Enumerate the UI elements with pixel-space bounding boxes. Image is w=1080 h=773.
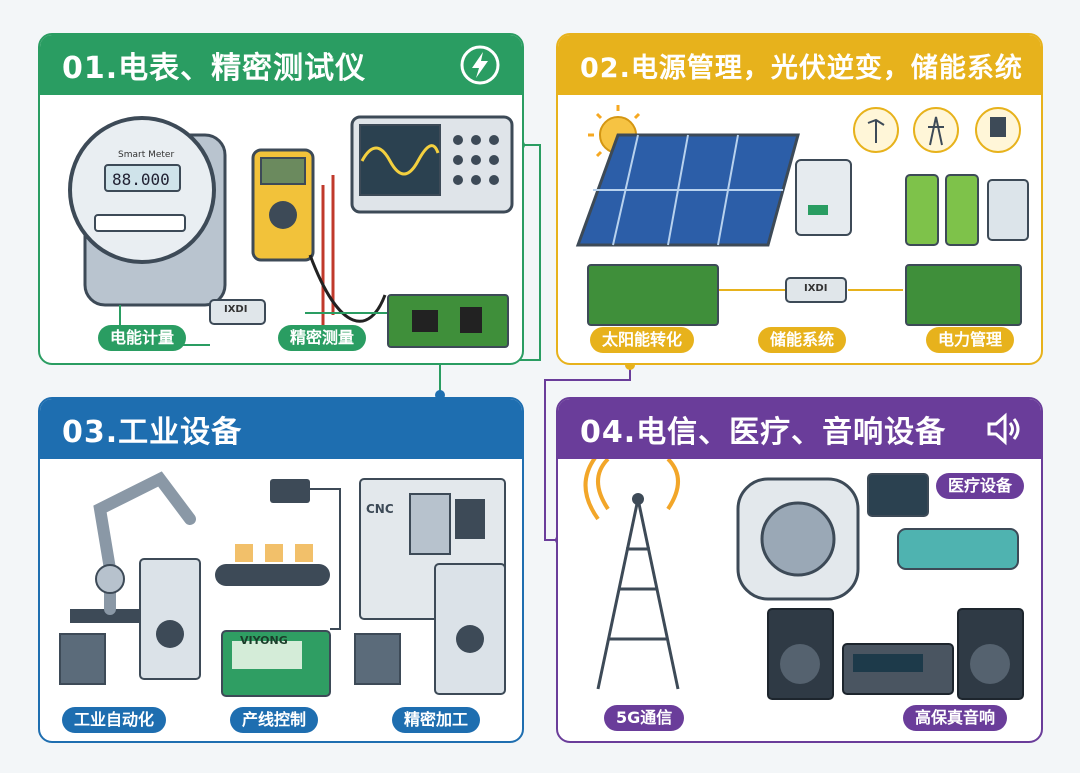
panel-power: 02.电源管理，光伏逆变，储能系统 [556,33,1043,365]
panel-title: 04.电信、医疗、音响设备 [580,415,947,450]
battery-icons [905,174,1029,246]
tag-medical-equipment: 医疗设备 [936,473,1025,499]
cnc-label: CNC [366,502,394,516]
panel-header: 02.电源管理，光伏逆变，储能系统 [558,35,1041,95]
power-illustration [575,105,1029,326]
lightning-icon [460,45,500,85]
tag-power-management: 电力管理 [926,327,1015,353]
meters-illustration [68,115,514,348]
ixdi-component [785,277,847,303]
tag-precision-machining: 精密加工 [392,707,481,733]
pcb-board [587,264,719,326]
panel-title: 02.电源管理，光伏逆变，储能系统 [580,52,1023,84]
tag-energy-metering: 电能计量 [98,325,187,351]
industrial-illustration [59,471,506,697]
component-label: IXDI [804,283,828,294]
plc-unit [221,630,331,697]
inverter [795,159,852,236]
pcb-board [387,294,509,348]
smart-meter [68,116,227,307]
panel-meters: 01.电表、精密测试仪 [38,33,524,365]
cnc-machine [354,478,506,695]
tag-energy-storage: 储能系统 [758,327,847,353]
5g-tower [583,459,680,690]
panel-header: 03.工业设备 [40,399,522,459]
speaker-icon [987,412,1020,446]
tag-precision-measurement: 精密测量 [278,325,367,351]
tag-5g-communication: 5G通信 [604,705,685,731]
tag-solar-conversion: 太阳能转化 [590,327,695,353]
tag-production-line-control: 产线控制 [230,707,319,733]
robot-arm [70,471,196,623]
solar-panel [575,133,800,247]
panel-header: 04.电信、医疗、音响设备 [558,399,1041,459]
plc-brand: VIYONG [240,634,288,647]
panel-industrial: 03.工业设备 [38,397,524,743]
tag-industrial-automation: 工业自动化 [62,707,167,733]
chip [270,479,310,503]
panel-header: 01.电表、精密测试仪 [40,35,522,95]
conveyor [215,544,330,586]
control-cabinet [59,558,201,685]
pcb-board [905,264,1022,326]
oscilloscope [350,115,514,214]
hifi-audio [767,608,1024,700]
panel-title: 03.工业设备 [62,415,243,450]
meter-brand: Smart Meter [118,150,175,160]
tag-hifi-audio: 高保真音响 [903,705,1008,731]
telecom-illustration [583,459,1024,700]
component-label: IXDI [224,304,248,315]
mri-scanner [736,473,1019,601]
panel-title: 01.电表、精密测试仪 [62,51,367,86]
meter-reading: 88.000 [112,170,170,189]
multimeter [251,148,387,325]
wind-grid-icons [853,107,1021,153]
panel-telecom-medical-audio: 04.电信、医疗、音响设备 [556,397,1043,743]
